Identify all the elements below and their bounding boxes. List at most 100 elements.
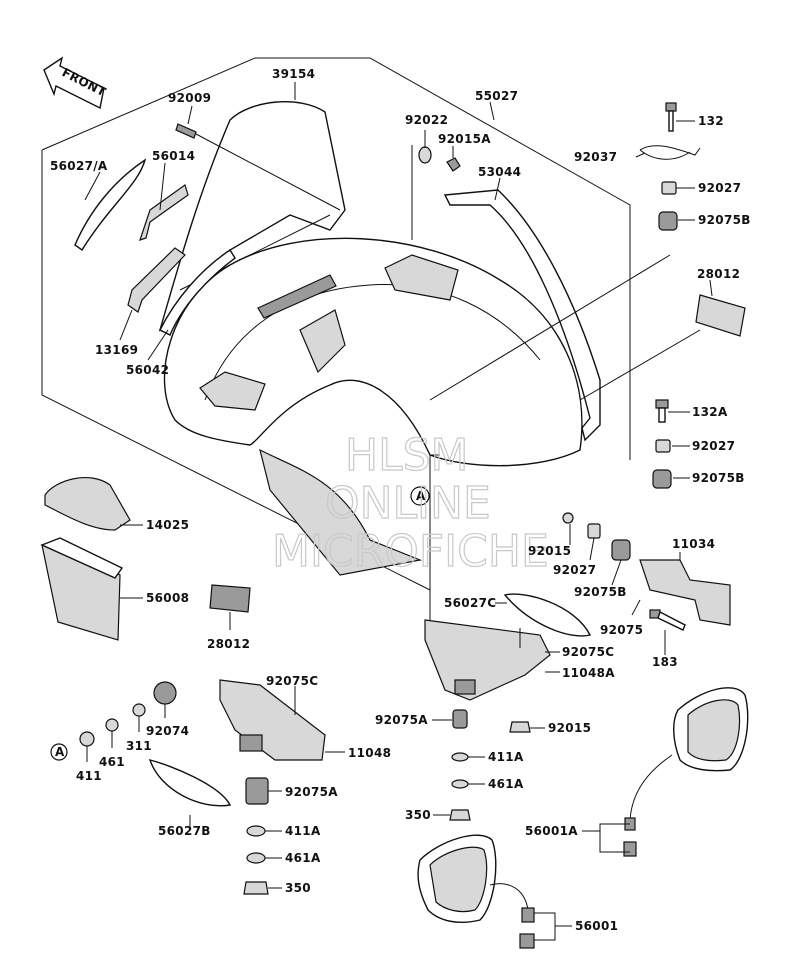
- nut-92015-mid: [562, 512, 574, 524]
- mirror-56001a: [623, 687, 749, 857]
- stay-11048: [219, 679, 326, 761]
- label-183: 183: [652, 655, 678, 669]
- label-53044: 53044: [478, 165, 521, 179]
- label-92074: 92074: [146, 724, 189, 738]
- label-461: 461: [99, 755, 125, 769]
- label-11048a: 11048A: [562, 666, 615, 680]
- watermark-line-3: MICROFICHE: [272, 526, 549, 577]
- label-461a-left: 461A: [285, 851, 321, 865]
- label-92075b-top: 92075B: [698, 213, 751, 227]
- label-39154: 39154: [272, 67, 315, 81]
- trim-56027b: [148, 759, 232, 807]
- label-92075b-low: 92075B: [574, 585, 627, 599]
- nut-92015-right: [509, 721, 531, 733]
- label-56027c: 56027C: [444, 596, 496, 610]
- pad-28012-left: [209, 584, 251, 613]
- label-56042: 56042: [126, 363, 169, 377]
- watermark: HLSM ONLINE MICROFICHE: [271, 429, 549, 577]
- washer-411a-left: [246, 825, 266, 837]
- callout-a-mid-label: A: [416, 489, 426, 503]
- washer-92022: [418, 146, 432, 164]
- label-132: 132: [698, 114, 724, 128]
- label-411: 411: [76, 769, 102, 783]
- label-13169: 13169: [95, 343, 138, 357]
- callout-a-left-icon: A: [50, 743, 68, 761]
- spring-washer-461a-left: [246, 852, 266, 864]
- grommet-92075b-mid: [652, 469, 672, 489]
- nut-92015a: [446, 157, 461, 172]
- callout-a-mid-icon: A: [410, 486, 430, 506]
- bracket-11034: [639, 559, 731, 626]
- bolt-92009: [175, 123, 197, 139]
- watermark-line-1: HLSM: [345, 430, 469, 481]
- front-arrow-icon: FRONT: [43, 56, 109, 110]
- washer-411: [79, 731, 95, 747]
- damper-92074: [153, 681, 177, 705]
- label-92027-mid: 92027: [692, 439, 735, 453]
- callout-a-left-label: A: [55, 745, 65, 759]
- label-56001a: 56001A: [525, 824, 578, 838]
- label-56027b: 56027B: [158, 824, 211, 838]
- spring-washer-461a-right: [451, 779, 469, 789]
- label-56001: 56001: [575, 919, 618, 933]
- lid-14025: [44, 476, 131, 531]
- trim-56027c: [503, 593, 592, 637]
- seal-53044: [443, 189, 601, 442]
- label-461a-right: 461A: [488, 777, 524, 791]
- trim-56014: [139, 184, 189, 241]
- label-92037: 92037: [574, 150, 617, 164]
- bolt-132a: [655, 399, 669, 423]
- label-92015-mid: 92015: [528, 544, 571, 558]
- label-92075b-mid: 92075B: [692, 471, 745, 485]
- trim-56042: [159, 249, 236, 336]
- label-92075c-left: 92075C: [266, 674, 318, 688]
- label-350-right: 350: [405, 808, 431, 822]
- label-132a: 132A: [692, 405, 728, 419]
- label-56027a: 56027/A: [50, 159, 108, 173]
- collar-92027-mid: [655, 439, 671, 453]
- mount-92075a-right: [452, 709, 468, 729]
- bolt-132: [665, 102, 677, 132]
- label-411a-right: 411A: [488, 750, 524, 764]
- collar-92027-low: [587, 523, 601, 539]
- mount-92075a-left: [245, 777, 269, 805]
- grommet-92075b-top: [658, 211, 678, 231]
- label-92075c-right: 92075C: [562, 645, 614, 659]
- label-28012-left: 28012: [207, 637, 250, 651]
- label-56008: 56008: [146, 591, 189, 605]
- leader-lines: [84, 82, 713, 941]
- grommet-92075b-low: [611, 539, 631, 561]
- bolt-183: [649, 609, 686, 631]
- nut-350-left: [243, 881, 269, 895]
- collar-92027-top: [661, 181, 677, 195]
- washer-411a-right: [451, 752, 469, 762]
- label-92027-low: 92027: [553, 563, 596, 577]
- label-11048: 11048: [348, 746, 391, 760]
- label-92015-right: 92015: [548, 721, 591, 735]
- trim-56027a: [74, 158, 147, 252]
- bracket-13169: [127, 247, 186, 313]
- washer-311: [132, 703, 146, 717]
- mirror-56001: [417, 834, 535, 949]
- pad-28012-right: [695, 294, 746, 337]
- label-92075a-right: 92075A: [375, 713, 428, 727]
- nut-350-right: [449, 809, 471, 821]
- label-92009: 92009: [168, 91, 211, 105]
- label-55027: 55027: [475, 89, 518, 103]
- label-411a-left: 411A: [285, 824, 321, 838]
- label-56014: 56014: [152, 149, 195, 163]
- watermark-line-2: ONLINE: [325, 478, 491, 529]
- label-28012-right: 28012: [697, 267, 740, 281]
- label-92027-top: 92027: [698, 181, 741, 195]
- label-311: 311: [126, 739, 152, 753]
- clip-92037: [639, 145, 701, 160]
- label-92022: 92022: [405, 113, 448, 127]
- cowl-body-part: [163, 237, 583, 576]
- label-350-left: 350: [285, 881, 311, 895]
- label-92075: 92075: [600, 623, 643, 637]
- part-labels: 39154 92009 55027 92022 92015A 56027/A 5…: [50, 67, 751, 933]
- label-92015a-top: 92015A: [438, 132, 491, 146]
- box-56008: [40, 537, 124, 641]
- label-11034: 11034: [672, 537, 715, 551]
